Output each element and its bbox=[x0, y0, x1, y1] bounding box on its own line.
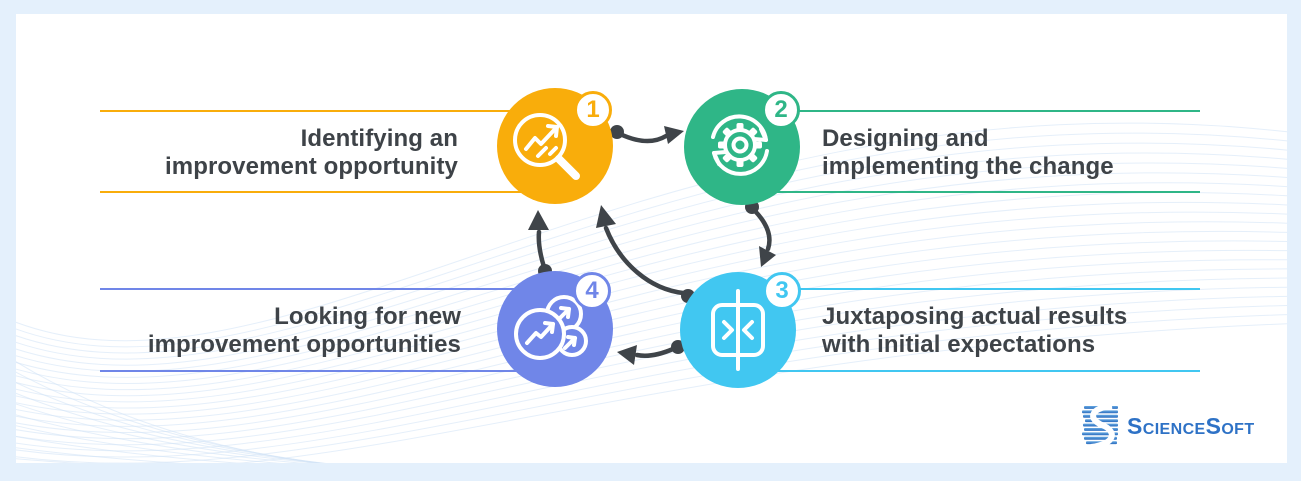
search-trend-icon bbox=[513, 113, 580, 180]
step-1-label: Identifying an improvement opportunity bbox=[165, 125, 458, 181]
sciencesoft-logo: ScienceSoft bbox=[1082, 406, 1255, 446]
step-2-number-badge: 2 bbox=[762, 91, 800, 129]
step-1-label-line1: Identifying an bbox=[300, 125, 458, 152]
step-3-rule-top bbox=[738, 288, 1200, 290]
step-2-label: Designing and implementing the change bbox=[822, 125, 1114, 181]
step-4-label-line2: improvement opportunities bbox=[147, 331, 461, 358]
multi-chart-icon bbox=[514, 295, 588, 360]
wave-pattern-decoration bbox=[16, 122, 1287, 463]
step-3-label: Juxtaposing actual results with initial … bbox=[822, 303, 1127, 359]
step-2-rule-bottom bbox=[742, 191, 1200, 193]
step-3-number-badge: 3 bbox=[763, 272, 801, 310]
step-2-number: 2 bbox=[774, 96, 788, 123]
step-2-label-line1: Designing and bbox=[822, 125, 989, 152]
step-1-rule-bottom bbox=[100, 191, 556, 193]
step-4-number-badge: 4 bbox=[573, 272, 611, 310]
step-4-label-line1: Looking for new bbox=[274, 303, 461, 330]
step-2-rule-top bbox=[742, 110, 1200, 112]
sciencesoft-logo-icon bbox=[1082, 406, 1118, 446]
step-1-rule-top bbox=[100, 110, 556, 112]
step-3-label-line1: Juxtaposing actual results bbox=[822, 303, 1128, 330]
step-2-label-line2: implementing the change bbox=[822, 153, 1114, 180]
step-4-number: 4 bbox=[585, 277, 599, 304]
sciencesoft-logo-text: ScienceSoft bbox=[1127, 412, 1255, 439]
step-1-label-line2: improvement opportunity bbox=[165, 153, 458, 180]
step-1-number-badge: 1 bbox=[574, 91, 612, 129]
step-4-label: Looking for new improvement opportunitie… bbox=[148, 303, 461, 359]
step-3-number: 3 bbox=[775, 277, 789, 304]
gear-refresh-icon bbox=[711, 114, 769, 176]
compare-icon bbox=[711, 289, 765, 371]
step-4-rule-bottom bbox=[100, 370, 556, 372]
step-4-rule-top bbox=[100, 288, 556, 290]
step-1-number: 1 bbox=[586, 96, 600, 123]
infographic-card: Identifying an improvement opportunity D… bbox=[16, 14, 1287, 463]
step-3-label-line2: with initial expectations bbox=[822, 331, 1096, 358]
step-3-rule-bottom bbox=[738, 370, 1200, 372]
